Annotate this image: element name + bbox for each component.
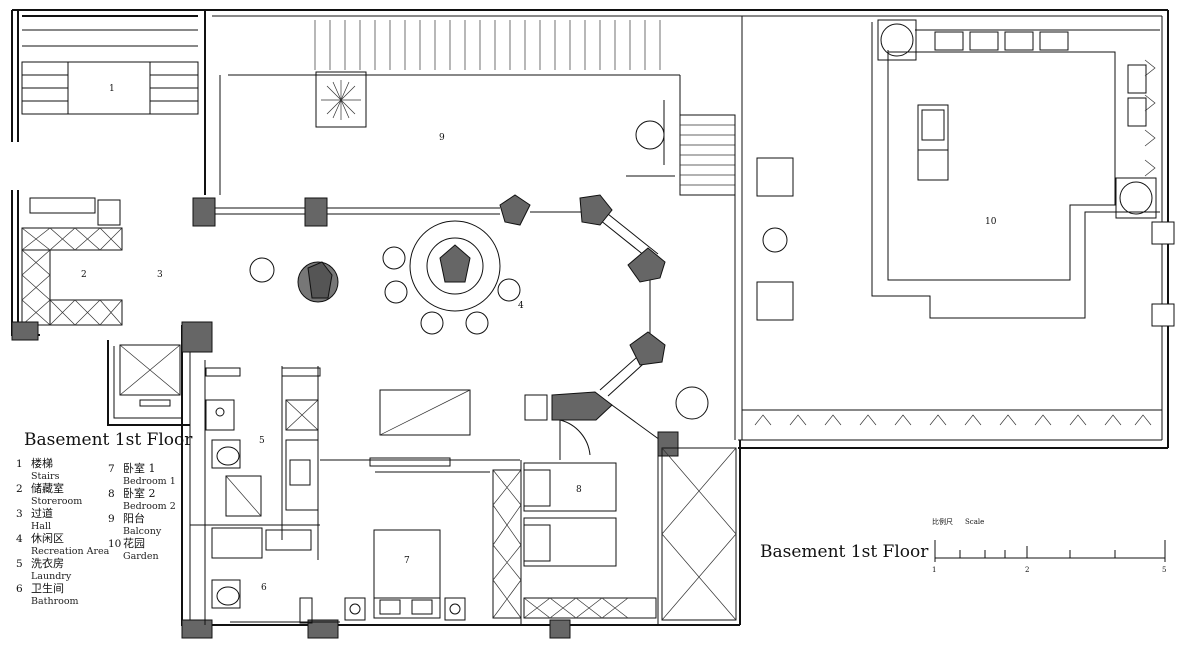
- legend-item-cn: 卧室 2: [123, 487, 156, 500]
- scale-label-cn: 比例尺: [932, 518, 953, 526]
- room-label-4: 4: [518, 301, 524, 311]
- legend-item-number: 4: [16, 533, 23, 545]
- legend-item-cn: 洗衣房: [31, 557, 64, 570]
- legend-item-en: Storeroom: [31, 495, 83, 507]
- legend-item-cn: 楼梯: [31, 457, 53, 470]
- legend-item-en: Bathroom: [31, 595, 79, 607]
- legend-title: Basement 1st Floor: [24, 430, 193, 450]
- stairs-area: [21, 29, 199, 226]
- room-label-1: 1: [109, 84, 115, 94]
- room-label-8: 8: [576, 485, 582, 495]
- legend-item-number: 3: [16, 508, 23, 520]
- legend-item-number: 6: [16, 583, 23, 595]
- legend-item-cn: 卧室 1: [123, 462, 156, 475]
- room-label-5: 5: [259, 436, 265, 446]
- legend-item-en: Bedroom 1: [123, 475, 176, 487]
- legend-item-en: Laundry: [31, 570, 72, 582]
- legend-item-number: 7: [108, 463, 115, 475]
- legend-item-cn: 储藏室: [31, 482, 64, 495]
- room-label-9: 9: [439, 133, 445, 143]
- legend-item-number: 5: [16, 558, 23, 570]
- legend-item-en: Recreation Area: [31, 545, 110, 557]
- legend-item-number: 8: [108, 488, 115, 500]
- scale-label: 比例尺 Scale: [932, 517, 996, 527]
- legend-item-number: 9: [108, 513, 115, 525]
- scale-tick-label: 1: [932, 566, 937, 574]
- scale-bar: [934, 540, 1166, 562]
- scale-label-en: Scale: [965, 518, 985, 526]
- legend-item-en: Stairs: [31, 470, 60, 482]
- storeroom-shelving: [21, 227, 181, 407]
- laundry-bathroom: [190, 360, 340, 625]
- legend-item-en: Hall: [31, 520, 52, 532]
- recreation-area: [249, 220, 521, 436]
- room-labels: 1 2 3 4 5 6 7 8 9 10: [81, 84, 997, 593]
- legend-item-cn: 过道: [31, 507, 53, 520]
- legend-item-number: 1: [16, 458, 23, 470]
- room-label-10: 10: [985, 217, 997, 227]
- legend-item-cn: 花园: [123, 537, 145, 550]
- drawing-title: Basement 1st Floor: [760, 542, 929, 562]
- room-label-7: 7: [404, 556, 410, 566]
- legend-item-cn: 休闲区: [31, 532, 64, 545]
- scale-tick-label: 5: [1162, 566, 1167, 574]
- room-label-3: 3: [157, 270, 163, 280]
- room-label-2: 2: [81, 270, 87, 280]
- balcony-area: [219, 16, 743, 440]
- legend-item-en: Bedroom 2: [123, 500, 176, 512]
- scale-tick-label: 2: [1025, 566, 1030, 574]
- legend-item-cn: 阳台: [123, 512, 145, 525]
- bedrooms: [320, 419, 737, 625]
- legend-item-en: Garden: [123, 550, 159, 562]
- legend-item-number: 2: [16, 483, 23, 495]
- legend-item-cn: 卫生间: [31, 582, 64, 595]
- structural-columns: [11, 194, 679, 639]
- legend-item-number: 10: [108, 538, 122, 550]
- room-label-6: 6: [261, 583, 267, 593]
- garden-area: [675, 19, 1175, 426]
- legend-item-en: Balcony: [123, 525, 162, 537]
